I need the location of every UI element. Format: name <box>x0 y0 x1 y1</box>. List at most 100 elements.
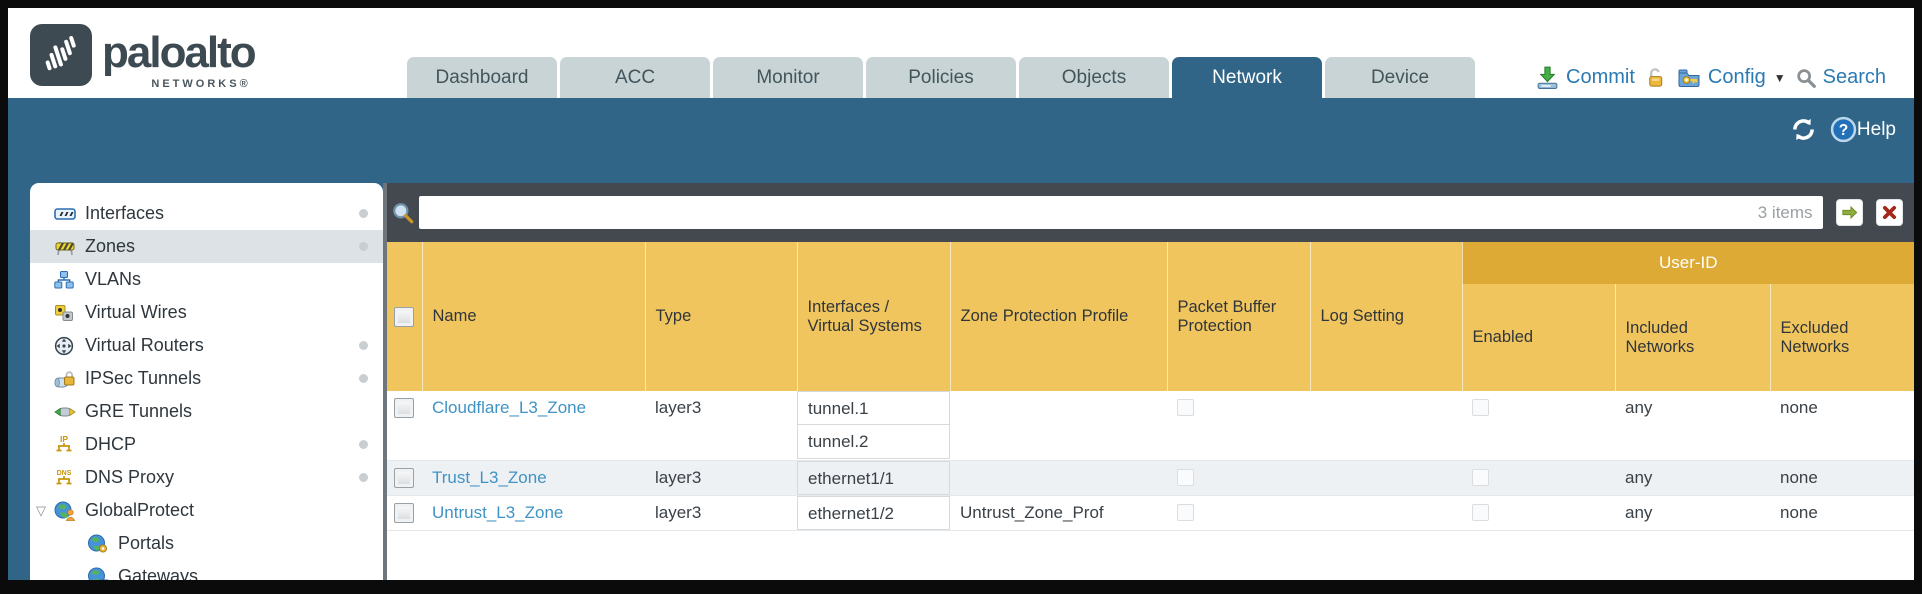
sidebar-item-label: IPSec Tunnels <box>85 368 202 388</box>
lock-icon[interactable] <box>1644 66 1667 89</box>
close-icon <box>1881 204 1898 221</box>
sidebar-item-interfaces[interactable]: Interfaces <box>30 197 383 230</box>
packet-buffer-protection-cell <box>1167 495 1310 531</box>
sidebar-item-vlans[interactable]: VLANs <box>30 263 383 296</box>
column-header-enabled[interactable]: Enabled <box>1462 284 1616 391</box>
sidebar-item-dhcp[interactable]: IP DHCP <box>30 428 383 461</box>
filter-search-icon <box>391 201 415 225</box>
zone-name-cell: Trust_L3_Zone <box>422 460 645 496</box>
status-dot <box>359 440 368 449</box>
filter-input[interactable] <box>419 203 1758 222</box>
packet-buffer-checkbox[interactable] <box>1177 468 1194 486</box>
sidebar-item-zones[interactable]: Zones <box>30 230 383 263</box>
vlans-icon <box>54 269 77 291</box>
gre-tunnels-icon <box>54 401 77 423</box>
apply-filter-button[interactable] <box>1835 199 1863 226</box>
tab-network[interactable]: Network <box>1172 57 1322 98</box>
sidebar-item-gre-tunnels[interactable]: GRE Tunnels <box>30 395 383 428</box>
status-dot <box>359 374 368 383</box>
sidebar-item-gateways[interactable]: Gateways <box>30 560 383 580</box>
interfaces-cell: ethernet1/2 <box>797 495 950 531</box>
global-search-button[interactable]: Search <box>1795 66 1886 89</box>
interfaces-icon <box>54 203 77 225</box>
chevron-down-icon: ▼ <box>1773 70 1786 85</box>
tab-dashboard[interactable]: Dashboard <box>407 57 557 98</box>
select-all-checkbox[interactable] <box>394 306 414 327</box>
column-header-log-setting[interactable]: Log Setting <box>1310 242 1463 391</box>
row-select-checkbox[interactable] <box>394 398 414 418</box>
tab-device[interactable]: Device <box>1325 57 1475 98</box>
sidebar-item-virtual-routers[interactable]: Virtual Routers <box>30 329 383 362</box>
ipsec-tunnels-icon <box>54 368 77 390</box>
sidebar-item-label: DHCP <box>85 434 137 454</box>
paloalto-logo: paloalto NETWORKS® <box>30 24 257 90</box>
sidebar-item-label: GlobalProtect <box>85 500 195 520</box>
sidebar-item-globalprotect[interactable]: ▽ GlobalProtect <box>30 494 383 527</box>
tab-monitor[interactable]: Monitor <box>713 57 863 98</box>
user-id-enabled-checkbox[interactable] <box>1472 399 1489 416</box>
packet-buffer-checkbox[interactable] <box>1177 503 1194 521</box>
zone-protection-profile-cell <box>950 391 1167 461</box>
user-id-enabled-checkbox[interactable] <box>1472 468 1489 486</box>
column-header-name[interactable]: Name <box>422 242 646 391</box>
included-networks-cell: any <box>1615 391 1770 461</box>
excluded-networks-cell: none <box>1770 460 1914 496</box>
sidebar-item-ipsec-tunnels[interactable]: IPSec Tunnels <box>30 362 383 395</box>
refresh-icon[interactable] <box>1790 116 1817 143</box>
commit-label: Commit <box>1566 66 1635 88</box>
status-dot <box>359 242 368 251</box>
commit-icon <box>1535 65 1560 90</box>
config-icon <box>1676 66 1702 90</box>
dhcp-icon: IP <box>54 434 77 456</box>
commit-button[interactable]: Commit <box>1535 65 1635 90</box>
tab-acc[interactable]: ACC <box>560 57 710 98</box>
packet-buffer-protection-cell <box>1167 391 1310 461</box>
zone-name-link[interactable]: Trust_L3_Zone <box>432 467 547 487</box>
globalprotect-icon <box>54 500 77 522</box>
dns-proxy-icon: DNS <box>54 467 77 489</box>
gateways-icon <box>87 566 110 580</box>
excluded-networks-cell: none <box>1770 391 1914 461</box>
sidebar-item-portals[interactable]: Portals <box>30 527 383 560</box>
sidebar-item-virtual-wires[interactable]: Virtual Wires <box>30 296 383 329</box>
column-header-excluded-networks[interactable]: Excluded Networks <box>1770 284 1914 391</box>
zone-name-link[interactable]: Untrust_L3_Zone <box>432 502 564 522</box>
tab-policies[interactable]: Policies <box>866 57 1016 98</box>
column-header-zone-protection-profile[interactable]: Zone Protection Profile <box>950 242 1168 391</box>
column-header-included-networks[interactable]: Included Networks <box>1615 284 1771 391</box>
zone-protection-profile-cell: Untrust_Zone_Prof <box>950 495 1167 531</box>
zone-name-link[interactable]: Cloudflare_L3_Zone <box>432 398 587 417</box>
svg-text:?: ? <box>1839 122 1849 139</box>
expand-triangle-icon[interactable]: ▽ <box>36 502 46 518</box>
row-select-checkbox[interactable] <box>394 467 414 488</box>
row-select-cell <box>387 460 422 496</box>
svg-text:DNS: DNS <box>57 470 72 477</box>
help-icon: ? <box>1830 116 1857 143</box>
virtual-wires-icon <box>54 302 77 324</box>
column-header-interfaces-virtual-systems[interactable]: Interfaces / Virtual Systems <box>797 242 951 391</box>
included-networks-cell: any <box>1615 495 1770 531</box>
row-select-cell <box>387 391 422 461</box>
clear-filter-button[interactable] <box>1875 199 1903 226</box>
search-label: Search <box>1822 66 1886 88</box>
user-id-enabled-checkbox[interactable] <box>1472 503 1489 521</box>
column-header-packet-buffer-protection[interactable]: Packet Buffer Protection <box>1167 242 1311 391</box>
tab-objects[interactable]: Objects <box>1019 57 1169 98</box>
user-id-enabled-cell <box>1462 460 1615 496</box>
config-menu-button[interactable]: Config ▼ <box>1676 66 1786 90</box>
help-button[interactable]: ? Help <box>1830 116 1896 143</box>
column-header-type[interactable]: Type <box>645 242 798 391</box>
packet-buffer-checkbox[interactable] <box>1177 399 1194 416</box>
log-setting-cell <box>1310 460 1462 496</box>
row-select-checkbox[interactable] <box>394 502 414 523</box>
user-id-enabled-cell <box>1462 495 1615 531</box>
sidebar-item-label: Zones <box>85 236 136 256</box>
status-dot <box>359 473 368 482</box>
sidebar-item-label: GRE Tunnels <box>85 401 193 421</box>
zones-icon <box>54 236 77 258</box>
zone-name-cell: Cloudflare_L3_Zone <box>422 391 645 461</box>
